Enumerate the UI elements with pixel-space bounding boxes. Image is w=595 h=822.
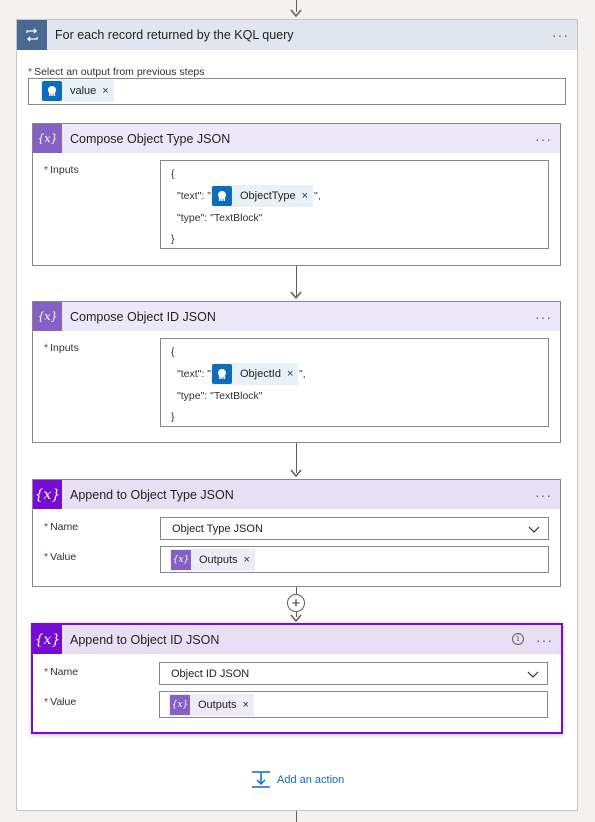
- chevron-down-icon: [527, 671, 539, 678]
- json-open-brace: {: [171, 346, 175, 358]
- compose-object-type-header[interactable]: {x} Compose Object Type JSON ···: [33, 124, 560, 153]
- inputs-label: *Inputs: [44, 342, 79, 354]
- json-text-suffix: ",: [299, 368, 306, 380]
- remove-token-button[interactable]: ×: [242, 699, 249, 711]
- json-text-suffix: ",: [314, 190, 321, 202]
- objecttype-token-label: ObjectType: [240, 190, 296, 202]
- name-dropdown-value: Object Type JSON: [172, 522, 263, 535]
- foreach-header[interactable]: For each record returned by the KQL quer…: [17, 20, 577, 50]
- compose-object-type-card: {x} Compose Object Type JSON ··· *Inputs…: [32, 123, 561, 266]
- select-output-label: *Select an output from previous steps: [28, 66, 205, 78]
- append-object-type-card: {x} Append to Object Type JSON ··· *Name…: [32, 479, 561, 587]
- arrow-down-icon: [290, 614, 302, 622]
- compose-object-id-more-button[interactable]: ···: [535, 308, 552, 325]
- loop-icon: [17, 20, 47, 50]
- name-dropdown-value: Object ID JSON: [171, 667, 250, 680]
- outputs-token[interactable]: {x} Outputs ×: [170, 549, 255, 571]
- json-close-brace: }: [171, 411, 175, 423]
- connector-bottom: [296, 811, 297, 822]
- arrow-down-icon: [290, 9, 302, 17]
- inputs-label: *Inputs: [44, 164, 79, 176]
- objectid-token-label: ObjectId: [240, 368, 281, 380]
- outputs-token[interactable]: {x} Outputs ×: [169, 694, 254, 716]
- log-analytics-icon: [212, 364, 232, 384]
- objecttype-token[interactable]: ObjectType ×: [211, 185, 314, 207]
- arrow-down-icon: [290, 469, 302, 477]
- variable-braces-icon: {x}: [170, 695, 190, 715]
- variable-x-icon: {x}: [33, 625, 62, 654]
- variable-braces-icon: {x}: [171, 550, 191, 570]
- append-object-id-card: {x} Append to Object ID JSON i ··· *Name…: [31, 623, 563, 734]
- append-object-type-more-button[interactable]: ···: [535, 486, 552, 503]
- append-object-id-header[interactable]: {x} Append to Object ID JSON i ···: [33, 625, 561, 654]
- name-label: *Name: [44, 666, 79, 678]
- append-object-id-title: Append to Object ID JSON: [70, 632, 220, 647]
- remove-token-button[interactable]: ×: [243, 554, 250, 566]
- foreach-title: For each record returned by the KQL quer…: [55, 28, 294, 42]
- variable-braces-icon: {x}: [33, 124, 62, 153]
- outputs-token-label: Outputs: [199, 554, 238, 566]
- json-text-prefix: "text": ": [177, 190, 211, 202]
- json-open-brace: {: [171, 168, 175, 180]
- compose-object-id-title: Compose Object ID JSON: [70, 309, 216, 324]
- inputs-editor[interactable]: { "text": " ObjectType × ", "type": "Tex…: [160, 160, 549, 249]
- value-label: *Value: [44, 551, 77, 563]
- value-label: *Value: [44, 696, 77, 708]
- add-action-button[interactable]: Add an action: [251, 771, 344, 789]
- objectid-token[interactable]: ObjectId ×: [211, 363, 299, 385]
- compose-object-type-more-button[interactable]: ···: [535, 130, 552, 147]
- info-icon[interactable]: i: [512, 633, 524, 645]
- add-action-label: Add an action: [277, 774, 345, 786]
- outputs-token-label: Outputs: [198, 699, 237, 711]
- compose-object-id-header[interactable]: {x} Compose Object ID JSON ···: [33, 302, 560, 331]
- value-token-label: value: [70, 85, 97, 97]
- json-type-line: "type": "TextBlock": [177, 212, 263, 224]
- select-output-field[interactable]: value ×: [28, 78, 566, 105]
- chevron-down-icon: [528, 526, 540, 533]
- insert-step-button[interactable]: +: [287, 594, 305, 612]
- name-label: *Name: [44, 521, 79, 533]
- log-analytics-icon: [42, 81, 62, 101]
- remove-token-button[interactable]: ×: [286, 368, 294, 380]
- arrow-down-icon: [290, 291, 302, 299]
- append-object-type-title: Append to Object Type JSON: [70, 487, 234, 502]
- json-text-prefix: "text": ": [177, 368, 211, 380]
- value-token[interactable]: value ×: [41, 80, 114, 102]
- connector: [296, 443, 297, 473]
- add-action-icon: [252, 771, 270, 788]
- append-object-id-more-button[interactable]: ···: [536, 631, 553, 648]
- remove-token-button[interactable]: ×: [301, 190, 309, 202]
- json-close-brace: }: [171, 233, 175, 245]
- compose-object-type-title: Compose Object Type JSON: [70, 131, 231, 146]
- inputs-editor[interactable]: { "text": " ObjectId × ", "type": "TextB…: [160, 338, 549, 427]
- variable-x-icon: {x}: [33, 480, 62, 509]
- connector: [296, 266, 297, 296]
- json-type-line: "type": "TextBlock": [177, 390, 263, 402]
- name-dropdown[interactable]: Object ID JSON: [159, 662, 548, 685]
- connector-top: [296, 0, 297, 12]
- remove-token-button[interactable]: ×: [102, 85, 109, 97]
- compose-object-id-card: {x} Compose Object ID JSON ··· *Inputs {…: [32, 301, 561, 443]
- foreach-more-button[interactable]: ···: [552, 27, 569, 43]
- name-dropdown[interactable]: Object Type JSON: [160, 517, 549, 540]
- value-field[interactable]: {x} Outputs ×: [159, 691, 548, 718]
- required-marker: *: [28, 66, 33, 78]
- variable-braces-icon: {x}: [33, 302, 62, 331]
- append-object-type-header[interactable]: {x} Append to Object Type JSON ···: [33, 480, 560, 509]
- log-analytics-icon: [212, 186, 232, 206]
- value-field[interactable]: {x} Outputs ×: [160, 546, 549, 573]
